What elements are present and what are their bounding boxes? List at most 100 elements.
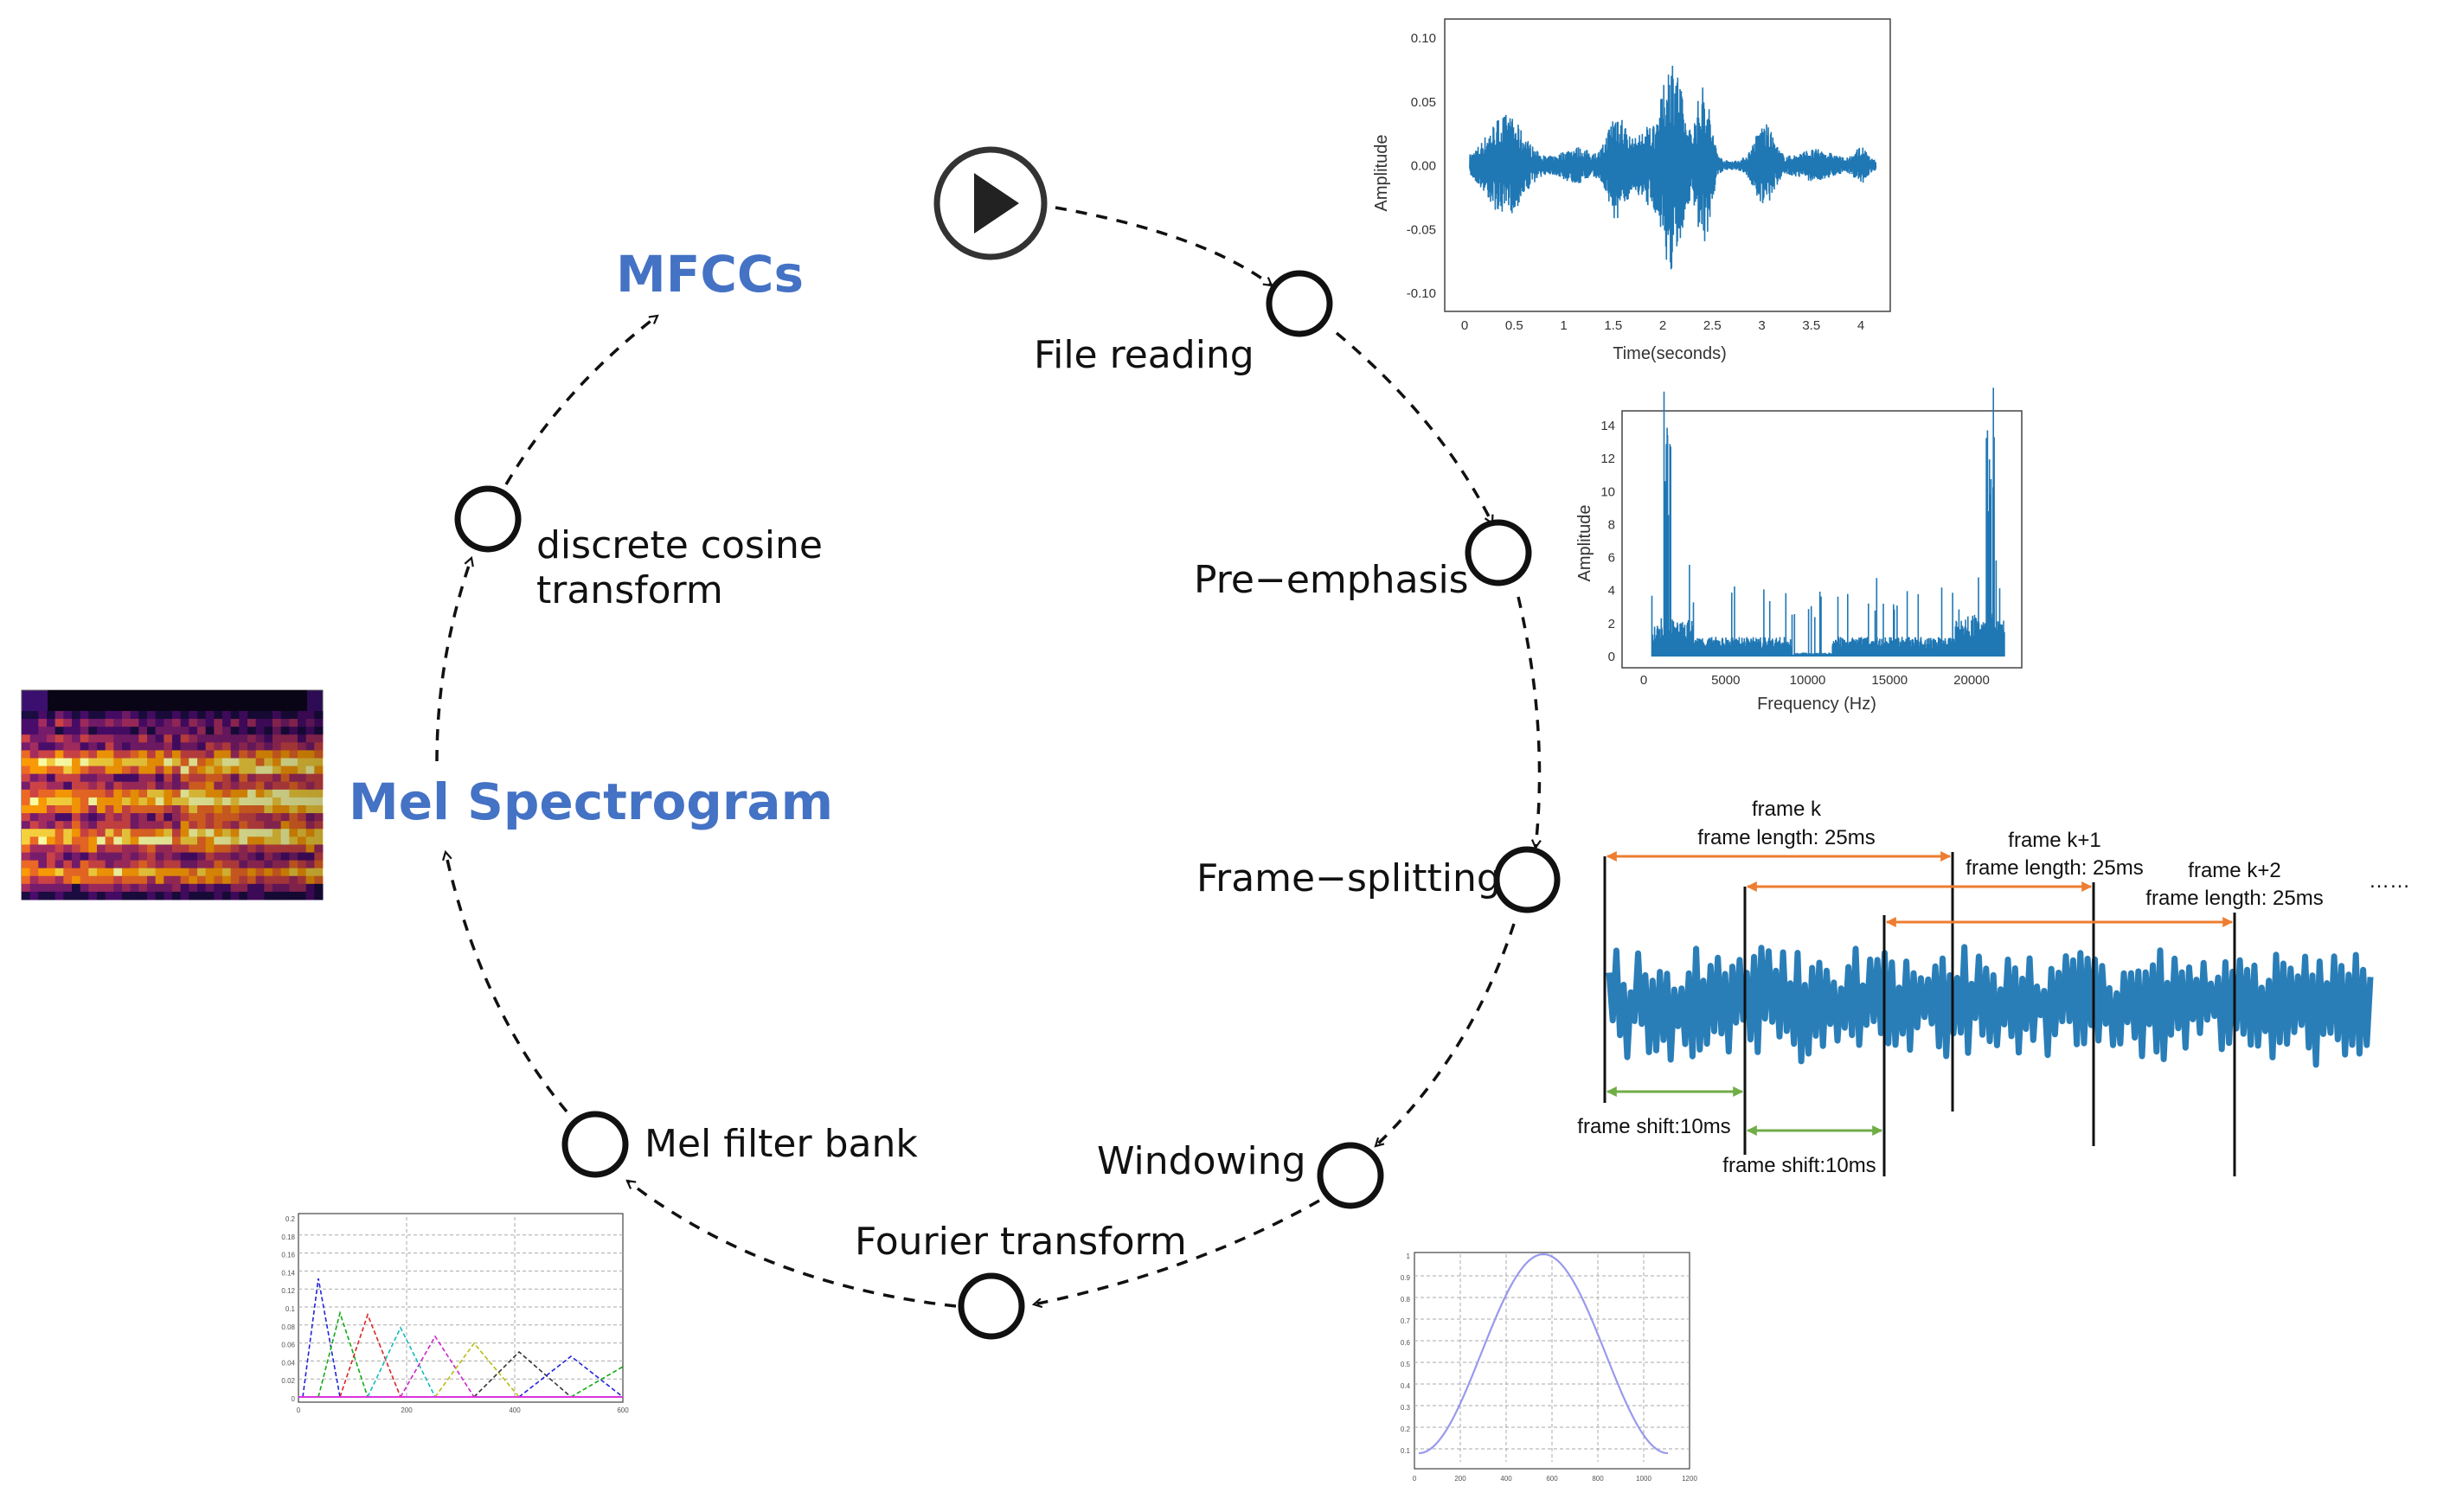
waveform-ylabel: Amplitude <box>1372 135 1391 212</box>
label-dct-line1: discrete cosine <box>536 523 823 567</box>
waveform-xlabel: Time(seconds) <box>1613 344 1727 363</box>
step-nodes <box>454 270 1561 1340</box>
label-mel-filter-bank: Mel filter bank <box>645 1122 918 1166</box>
filterbank-ytick: 0.18 <box>281 1233 295 1241</box>
window-ytick: 0.7 <box>1401 1317 1411 1325</box>
window-xtick: 400 <box>1500 1475 1512 1483</box>
filterbank-ytick: 0.14 <box>281 1269 295 1277</box>
filterbank-ytick: 0.12 <box>281 1287 295 1295</box>
filterbank-ytick: 0.04 <box>281 1359 295 1367</box>
spectrum-ytick: 8 <box>1608 517 1615 532</box>
label-dct-line2: transform <box>536 568 723 612</box>
waveform-xtick: 2.5 <box>1703 318 1722 333</box>
arrow-pre-emphasis-to-frame-splitting <box>1517 596 1540 848</box>
filterbank-ytick: 0.2 <box>285 1215 296 1223</box>
waveform-trace <box>1469 65 1877 270</box>
window-ytick: 0.2 <box>1401 1426 1411 1433</box>
window-ytick: 0.9 <box>1401 1274 1411 1282</box>
filterbank-xtick: 400 <box>509 1406 521 1414</box>
spectrum-ytick: 6 <box>1608 551 1615 566</box>
waveform-xtick: 2 <box>1659 318 1666 333</box>
frame-k1-length-label: frame length: 25ms <box>1966 856 2143 880</box>
title-mfccs: MFCCs <box>616 245 804 304</box>
spectrum-trace <box>1651 388 2005 657</box>
window-xtick: 1000 <box>1636 1475 1651 1483</box>
mel-filter-triangle <box>302 1278 341 1398</box>
waveform-xtick: 1.5 <box>1604 318 1622 333</box>
spectrum-ytick: 10 <box>1600 484 1615 499</box>
arrow-fourier-to-mel-filter <box>627 1181 957 1308</box>
spectrum-ytick: 0 <box>1608 650 1615 664</box>
frame-splitting-illustration: frame k frame length: 25ms frame k+1 fra… <box>1577 798 2410 1177</box>
node-file-reading <box>1266 270 1333 337</box>
frames-ellipsis: …… <box>2369 869 2410 893</box>
spectrum-ytick: 14 <box>1600 419 1615 433</box>
filterbank-plot-frame <box>298 1213 624 1403</box>
frame-shift-label-1: frame shift:10ms <box>1577 1115 1730 1138</box>
filterbank-ytick: 0.08 <box>281 1323 295 1331</box>
spectrum-xtick: 15000 <box>1871 673 1908 688</box>
node-fourier-transform <box>958 1272 1025 1340</box>
node-pre-emphasis <box>1465 519 1532 586</box>
window-ytick: 0.1 <box>1401 1447 1411 1455</box>
spectrum-ytick: 12 <box>1600 452 1615 466</box>
filterbank-xtick: 600 <box>617 1406 629 1414</box>
mel-filter-triangle <box>434 1342 520 1398</box>
label-pre-emphasis: Pre−emphasis <box>1194 558 1469 602</box>
window-xtick: 0 <box>1413 1475 1417 1483</box>
waveform-xtick: 0.5 <box>1505 318 1523 333</box>
cycle-arrows <box>435 206 1540 1308</box>
waveform-xtick: 4 <box>1857 318 1864 333</box>
spectrum-ytick: 2 <box>1608 617 1615 631</box>
node-dct <box>454 485 522 553</box>
mel-filter-triangle <box>367 1326 436 1398</box>
frame-k2-label: frame k+2 <box>2188 859 2280 882</box>
arrow-frame-splitting-to-windowing <box>1376 923 1516 1146</box>
label-frame-splitting: Frame−splitting <box>1196 856 1501 900</box>
node-mel-filter-bank <box>561 1111 629 1178</box>
waveform-xtick: 3 <box>1758 318 1765 333</box>
window-xtick: 600 <box>1546 1475 1558 1483</box>
frames-waveform <box>1606 944 2374 1068</box>
mel-filter-triangle <box>518 1355 624 1398</box>
window-ytick: 0.8 <box>1401 1296 1411 1304</box>
window-xtick: 800 <box>1592 1475 1604 1483</box>
mel-spectrogram-image <box>21 689 324 900</box>
window-curve <box>1418 1253 1669 1455</box>
waveform-xtick: 3.5 <box>1802 318 1820 333</box>
title-mel-spectrogram: Mel Spectrogram <box>349 772 833 831</box>
mel-filter-triangle <box>400 1335 475 1398</box>
window-ytick: 1 <box>1407 1253 1411 1260</box>
arrow-mel-spectrogram-to-dct <box>435 558 471 762</box>
spectrum-ytick: 4 <box>1608 584 1615 599</box>
label-windowing: Windowing <box>1097 1139 1306 1183</box>
window-ytick: 0.4 <box>1401 1382 1411 1390</box>
waveform-ytick: -0.05 <box>1407 222 1436 237</box>
waveform-xtick: 0 <box>1461 318 1468 333</box>
waveform-xtick: 1 <box>1560 318 1567 333</box>
filterbank-ytick: 0.02 <box>281 1377 295 1385</box>
waveform-ytick: 0.00 <box>1411 159 1436 174</box>
frame-k-length-label: frame length: 25ms <box>1697 826 1875 849</box>
spectrum-xlabel: Frequency (Hz) <box>1757 695 1876 714</box>
arrow-file-reading-to-pre-emphasis <box>1335 331 1494 523</box>
mel-filter-triangle <box>473 1350 572 1398</box>
waveform-ytick: 0.10 <box>1411 31 1436 46</box>
spectrum-xtick: 10000 <box>1790 673 1826 688</box>
spectrum-ylabel: Amplitude <box>1575 505 1594 582</box>
mel-filter-triangle <box>339 1312 401 1398</box>
label-fourier-transform: Fourier transform <box>855 1220 1187 1264</box>
node-frame-splitting <box>1493 846 1561 913</box>
window-ytick: 0.3 <box>1401 1404 1411 1412</box>
play-icon[interactable] <box>933 146 1048 260</box>
window-xtick: 1200 <box>1682 1475 1697 1483</box>
spectrum-xtick: 20000 <box>1953 673 1990 688</box>
filterbank-ytick: 0.16 <box>281 1252 295 1259</box>
arrow-dct-to-mfccs <box>504 316 657 485</box>
arrow-mel-filter-to-mel-spectrogram <box>446 852 568 1113</box>
filterbank-ytick: 0.06 <box>281 1342 295 1349</box>
